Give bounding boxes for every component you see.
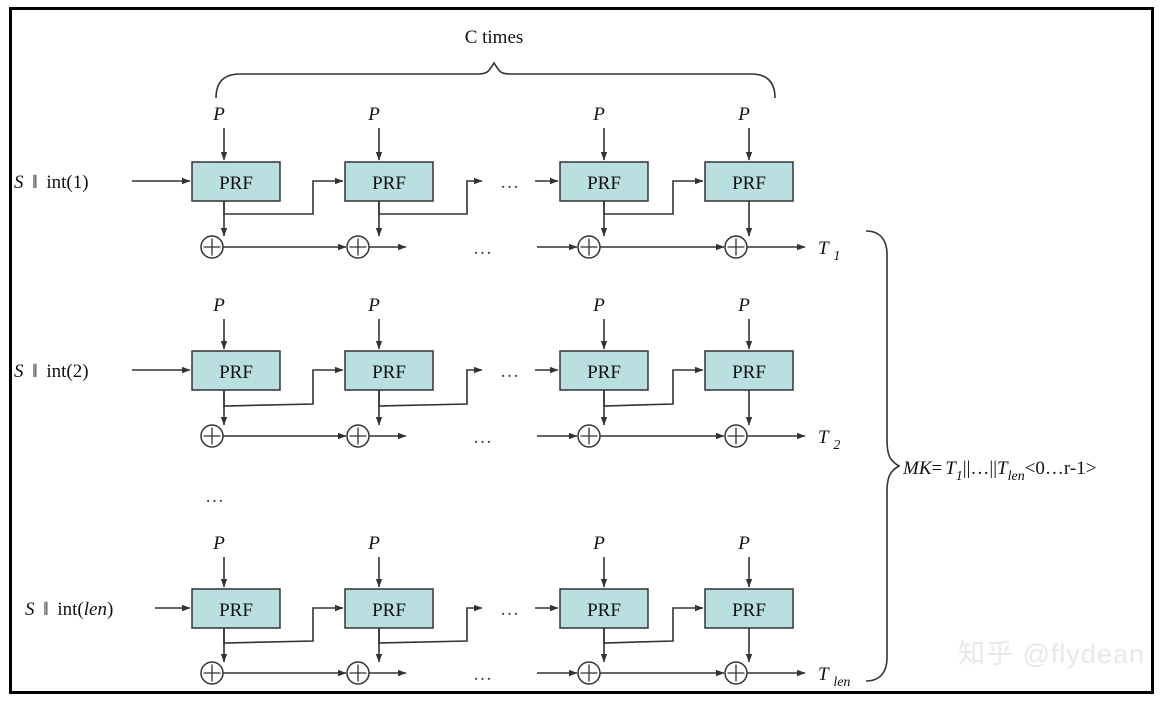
- password-label-r3c1: P: [212, 533, 225, 554]
- password-label-r2c1: P: [212, 295, 225, 316]
- prf-label-r1c1: PRF: [219, 173, 253, 194]
- xor-circle-icon-r2c2: [346, 424, 370, 448]
- mk-equation-label: MK=T1||…||Tlen<0…r-1>: [902, 458, 1096, 484]
- prf-box-r2c4[interactable]: [704, 350, 794, 391]
- horizontal-ellipsis-r1: …: [500, 172, 521, 193]
- horizontal-ellipsis-xor-r3: …: [473, 664, 494, 685]
- prf-label-r1c2: PRF: [372, 173, 406, 194]
- xor-circle-icon-r3c3: [577, 661, 601, 685]
- prf-box-r3c1[interactable]: [191, 588, 281, 629]
- input-label-row2: S ‖ int(2): [14, 361, 89, 382]
- prf-label-r2c3: PRF: [587, 362, 621, 383]
- xor-circle-icon-r2c3: [577, 424, 601, 448]
- prf-label-r1c4: PRF: [732, 173, 766, 194]
- figure-border: [9, 7, 1154, 694]
- password-label-r1c1: P: [212, 104, 225, 125]
- prf-label-r2c2: PRF: [372, 362, 406, 383]
- output-label-row3: T len: [818, 664, 850, 690]
- prf-box-r2c2[interactable]: [344, 350, 434, 391]
- password-label-r3c3: P: [592, 533, 605, 554]
- password-label-r1c4: P: [737, 104, 750, 125]
- prf-box-r2c1[interactable]: [191, 350, 281, 391]
- password-label-r2c2: P: [367, 295, 380, 316]
- password-label-r1c3: P: [592, 104, 605, 125]
- xor-circle-icon-r1c1: [200, 235, 224, 259]
- curly-brace-right-icon: [865, 230, 901, 682]
- curly-brace-top-icon: [215, 61, 776, 99]
- prf-label-r3c1: PRF: [219, 600, 253, 621]
- xor-circle-icon-r1c4: [724, 235, 748, 259]
- c-times-brace-group: C times: [215, 27, 776, 99]
- prf-row-3: S ‖ int(len) P P P P PRF PRF PRF PRF …: [25, 533, 850, 690]
- prf-label-r3c2: PRF: [372, 600, 406, 621]
- prf-box-r3c4[interactable]: [704, 588, 794, 629]
- horizontal-ellipsis-xor-r1: …: [473, 238, 494, 259]
- horizontal-ellipsis-r3: …: [500, 599, 521, 620]
- password-label-r1c2: P: [367, 104, 380, 125]
- prf-label-r2c4: PRF: [732, 362, 766, 383]
- watermark: 知乎 @flydean: [958, 639, 1145, 669]
- password-label-r3c2: P: [367, 533, 380, 554]
- xor-circle-icon-r1c3: [577, 235, 601, 259]
- prf-label-r3c3: PRF: [587, 600, 621, 621]
- input-label-row3: S ‖ int(len): [25, 599, 113, 620]
- prf-box-r1c3[interactable]: [559, 161, 649, 202]
- c-times-label: C times: [465, 27, 524, 48]
- prf-label-r3c4: PRF: [732, 600, 766, 621]
- prf-row-1: S ‖ int(1) P P P P PRF PRF PRF PRF: [14, 104, 840, 264]
- prf-box-r3c3[interactable]: [559, 588, 649, 629]
- prf-box-r1c2[interactable]: [344, 161, 434, 202]
- prf-label-r2c1: PRF: [219, 362, 253, 383]
- prf-box-r1c1[interactable]: [191, 161, 281, 202]
- prf-row-2: S ‖ int(2) P P P P PRF PRF PRF PRF …: [14, 295, 840, 453]
- output-label-row1: T 1: [818, 238, 840, 264]
- mk-brace-group: MK=T1||…||Tlen<0…r-1>: [865, 230, 1096, 682]
- horizontal-ellipsis-r2: …: [500, 361, 521, 382]
- input-label-row1: S ‖ int(1): [14, 172, 89, 193]
- output-label-row2: T 2: [818, 427, 840, 453]
- horizontal-ellipsis-xor-r2: …: [473, 427, 494, 448]
- xor-circle-icon-r3c2: [346, 661, 370, 685]
- xor-circle-icon-r1c2: [346, 235, 370, 259]
- xor-circle-icon-r3c4: [724, 661, 748, 685]
- prf-box-r3c2[interactable]: [344, 588, 434, 629]
- password-label-r3c4: P: [737, 533, 750, 554]
- password-label-r2c4: P: [737, 295, 750, 316]
- row-gap-ellipsis: …: [205, 486, 226, 507]
- prf-label-r1c3: PRF: [587, 173, 621, 194]
- prf-box-r1c4[interactable]: [704, 161, 794, 202]
- password-label-r2c3: P: [592, 295, 605, 316]
- xor-circle-icon-r2c4: [724, 424, 748, 448]
- xor-circle-icon-r2c1: [200, 424, 224, 448]
- xor-circle-icon-r3c1: [200, 661, 224, 685]
